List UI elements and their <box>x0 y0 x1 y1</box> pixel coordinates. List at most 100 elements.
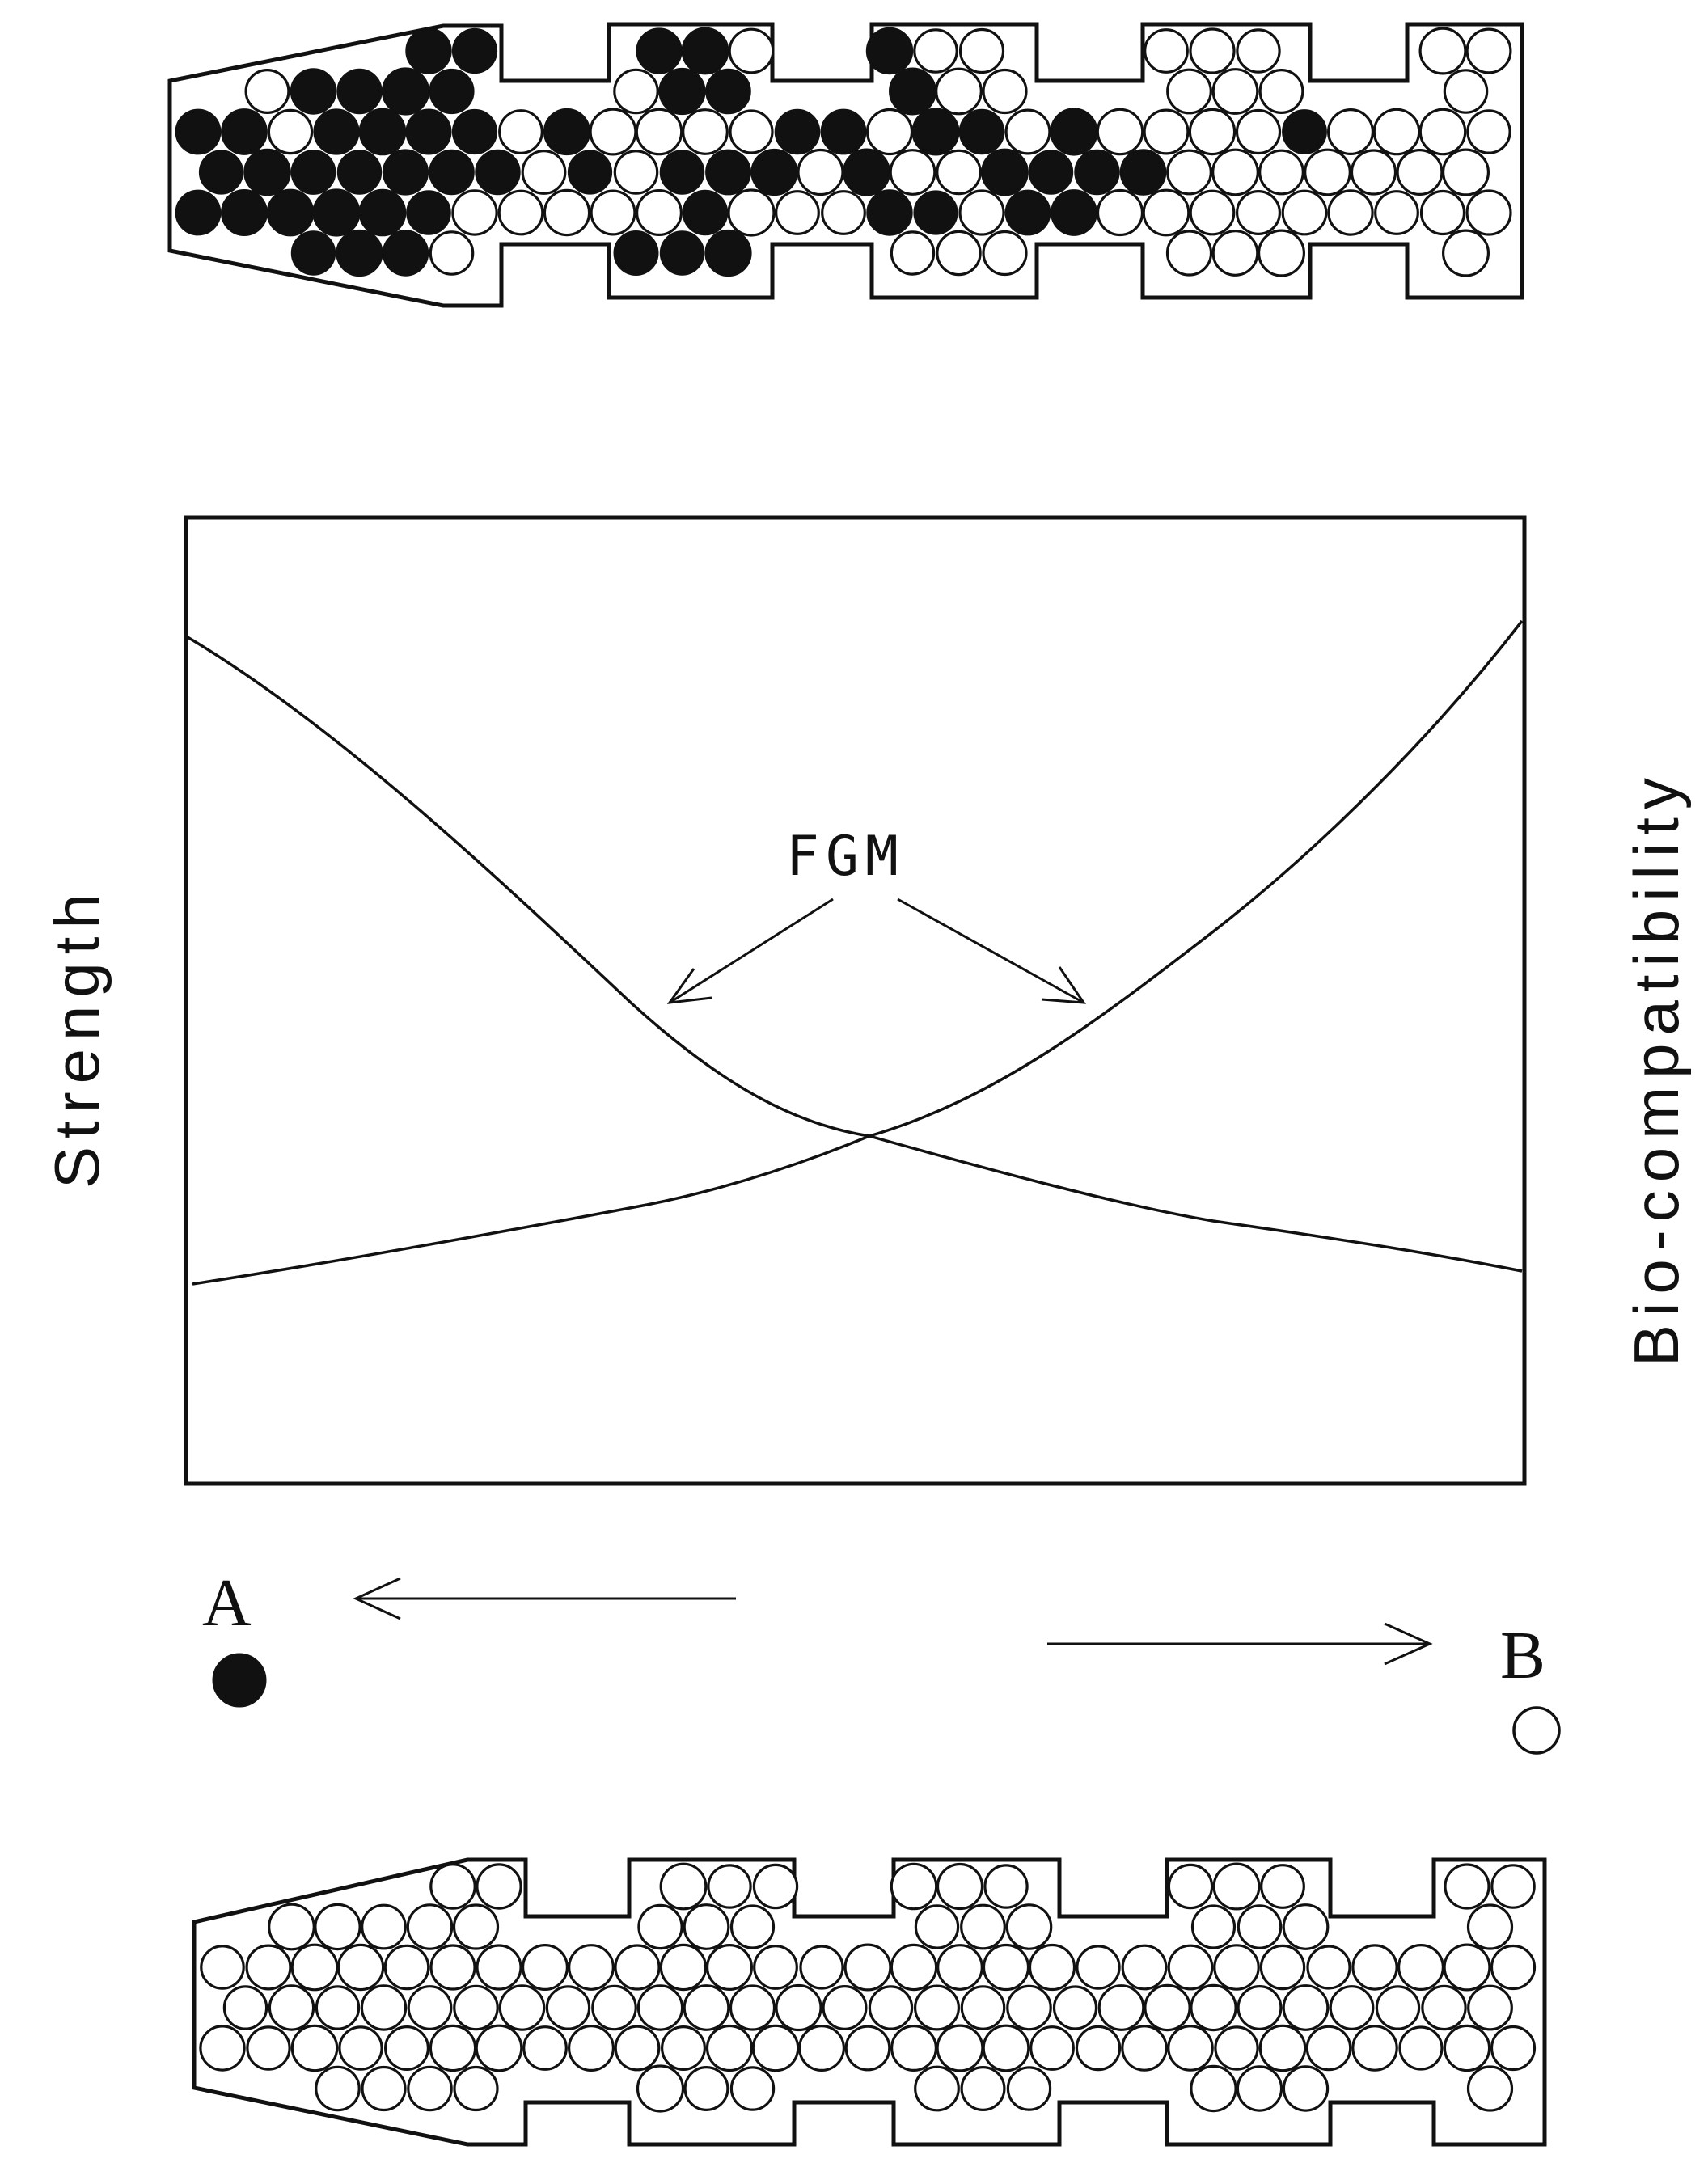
dark-particle <box>381 67 430 116</box>
dark-particle <box>613 230 659 277</box>
strength-curve <box>187 636 1523 1273</box>
dark-particle <box>429 68 475 115</box>
dark-particle <box>1050 108 1098 156</box>
dark-particle <box>866 189 913 236</box>
dark-particle <box>382 230 429 277</box>
light-particle <box>1418 108 1467 156</box>
light-particle <box>1281 189 1328 236</box>
light-particle <box>683 1903 730 1950</box>
light-particle <box>1237 1985 1283 2031</box>
light-particle <box>1236 2065 1283 2112</box>
strength-axis-label: Strength <box>41 885 112 1189</box>
light-particle <box>1326 108 1374 156</box>
light-particle <box>222 1985 268 2030</box>
light-particle <box>636 1984 684 2031</box>
light-particle <box>1282 1903 1330 1950</box>
light-particle <box>729 109 774 154</box>
light-particle <box>1211 148 1259 196</box>
dark-particle <box>636 27 683 74</box>
dark-particle <box>175 108 222 155</box>
light-particle <box>1165 230 1213 277</box>
dark-particle <box>1074 149 1120 196</box>
light-particle <box>1350 149 1397 196</box>
direction-b: B <box>1047 1618 1561 1755</box>
dark-particle <box>658 67 706 116</box>
light-particle <box>1397 1944 1444 1992</box>
fgm-arrow-right <box>897 898 1086 1004</box>
light-particle <box>1443 2024 1491 2072</box>
dark-particle <box>221 108 268 155</box>
light-particle <box>1143 108 1190 155</box>
light-particle <box>1419 189 1466 236</box>
light-particle <box>868 1985 914 2030</box>
light-particle <box>844 2025 891 2072</box>
light-particle <box>1375 1985 1421 2030</box>
light-particle <box>683 1984 730 2031</box>
light-particle <box>1257 229 1305 277</box>
light-particle <box>543 188 591 237</box>
light-particle <box>451 189 498 236</box>
light-particle <box>682 108 729 155</box>
light-particle <box>314 1903 361 1951</box>
dark-particle <box>1004 189 1051 236</box>
light-particle <box>960 2066 1006 2112</box>
dark-particle <box>406 190 451 235</box>
light-particle <box>522 2025 568 2071</box>
light-particle <box>1190 1983 1237 2032</box>
light-particle <box>865 108 914 156</box>
dark-particle <box>358 188 407 237</box>
dark-particle <box>888 67 936 116</box>
light-particle <box>1329 1985 1375 2030</box>
dark-particle <box>704 229 752 277</box>
light-particle <box>728 27 775 74</box>
light-particle <box>982 1943 1030 1992</box>
light-particle <box>1305 2025 1352 2072</box>
light-particle <box>983 1864 1029 1909</box>
dark-particle <box>567 150 613 195</box>
light-particle <box>613 68 659 115</box>
light-particle <box>843 1943 892 1992</box>
light-particle <box>1466 1903 1514 1950</box>
implant-top <box>167 22 1524 308</box>
light-particle <box>1374 190 1419 235</box>
dark-particle <box>659 230 705 276</box>
light-particle <box>635 108 683 156</box>
light-particle <box>453 2065 499 2112</box>
light-particle <box>383 1944 430 1991</box>
direction-a: A <box>202 1565 736 1708</box>
dark-particle <box>543 108 591 156</box>
light-particle <box>1260 1864 1305 1909</box>
light-particle <box>200 1945 245 1990</box>
light-particle <box>751 2024 800 2072</box>
dark-particle <box>981 148 1029 196</box>
light-particle <box>614 1944 661 1991</box>
dark-particle <box>705 68 751 115</box>
light-particle <box>1096 188 1144 237</box>
light-particle <box>361 1903 407 1950</box>
light-particle <box>1444 1863 1490 1910</box>
light-particle <box>246 2025 291 2071</box>
light-particle <box>1282 2065 1330 2112</box>
fgm-arrow-left <box>666 898 834 1004</box>
light-particle <box>775 1983 822 2032</box>
light-particle <box>497 189 544 236</box>
dark-particle <box>913 190 958 235</box>
light-particle <box>936 1944 983 1991</box>
implant-top-particles <box>175 27 1512 277</box>
light-particle <box>315 2065 361 2112</box>
light-particle <box>683 2066 729 2112</box>
diagram-frame <box>184 515 1527 1486</box>
light-particle <box>799 1945 844 1990</box>
light-particle <box>1466 109 1511 154</box>
dark-particle <box>1028 150 1074 195</box>
light-particle <box>659 1862 708 1911</box>
light-particle <box>705 1944 753 1992</box>
light-particle <box>1121 1944 1168 1991</box>
light-particle <box>1144 28 1189 74</box>
light-particle <box>1441 229 1490 277</box>
light-particle <box>958 27 1005 74</box>
light-particle <box>752 1863 799 1910</box>
dark-particle <box>405 27 452 74</box>
light-particle <box>1075 2025 1122 2072</box>
light-particle <box>1327 189 1374 236</box>
